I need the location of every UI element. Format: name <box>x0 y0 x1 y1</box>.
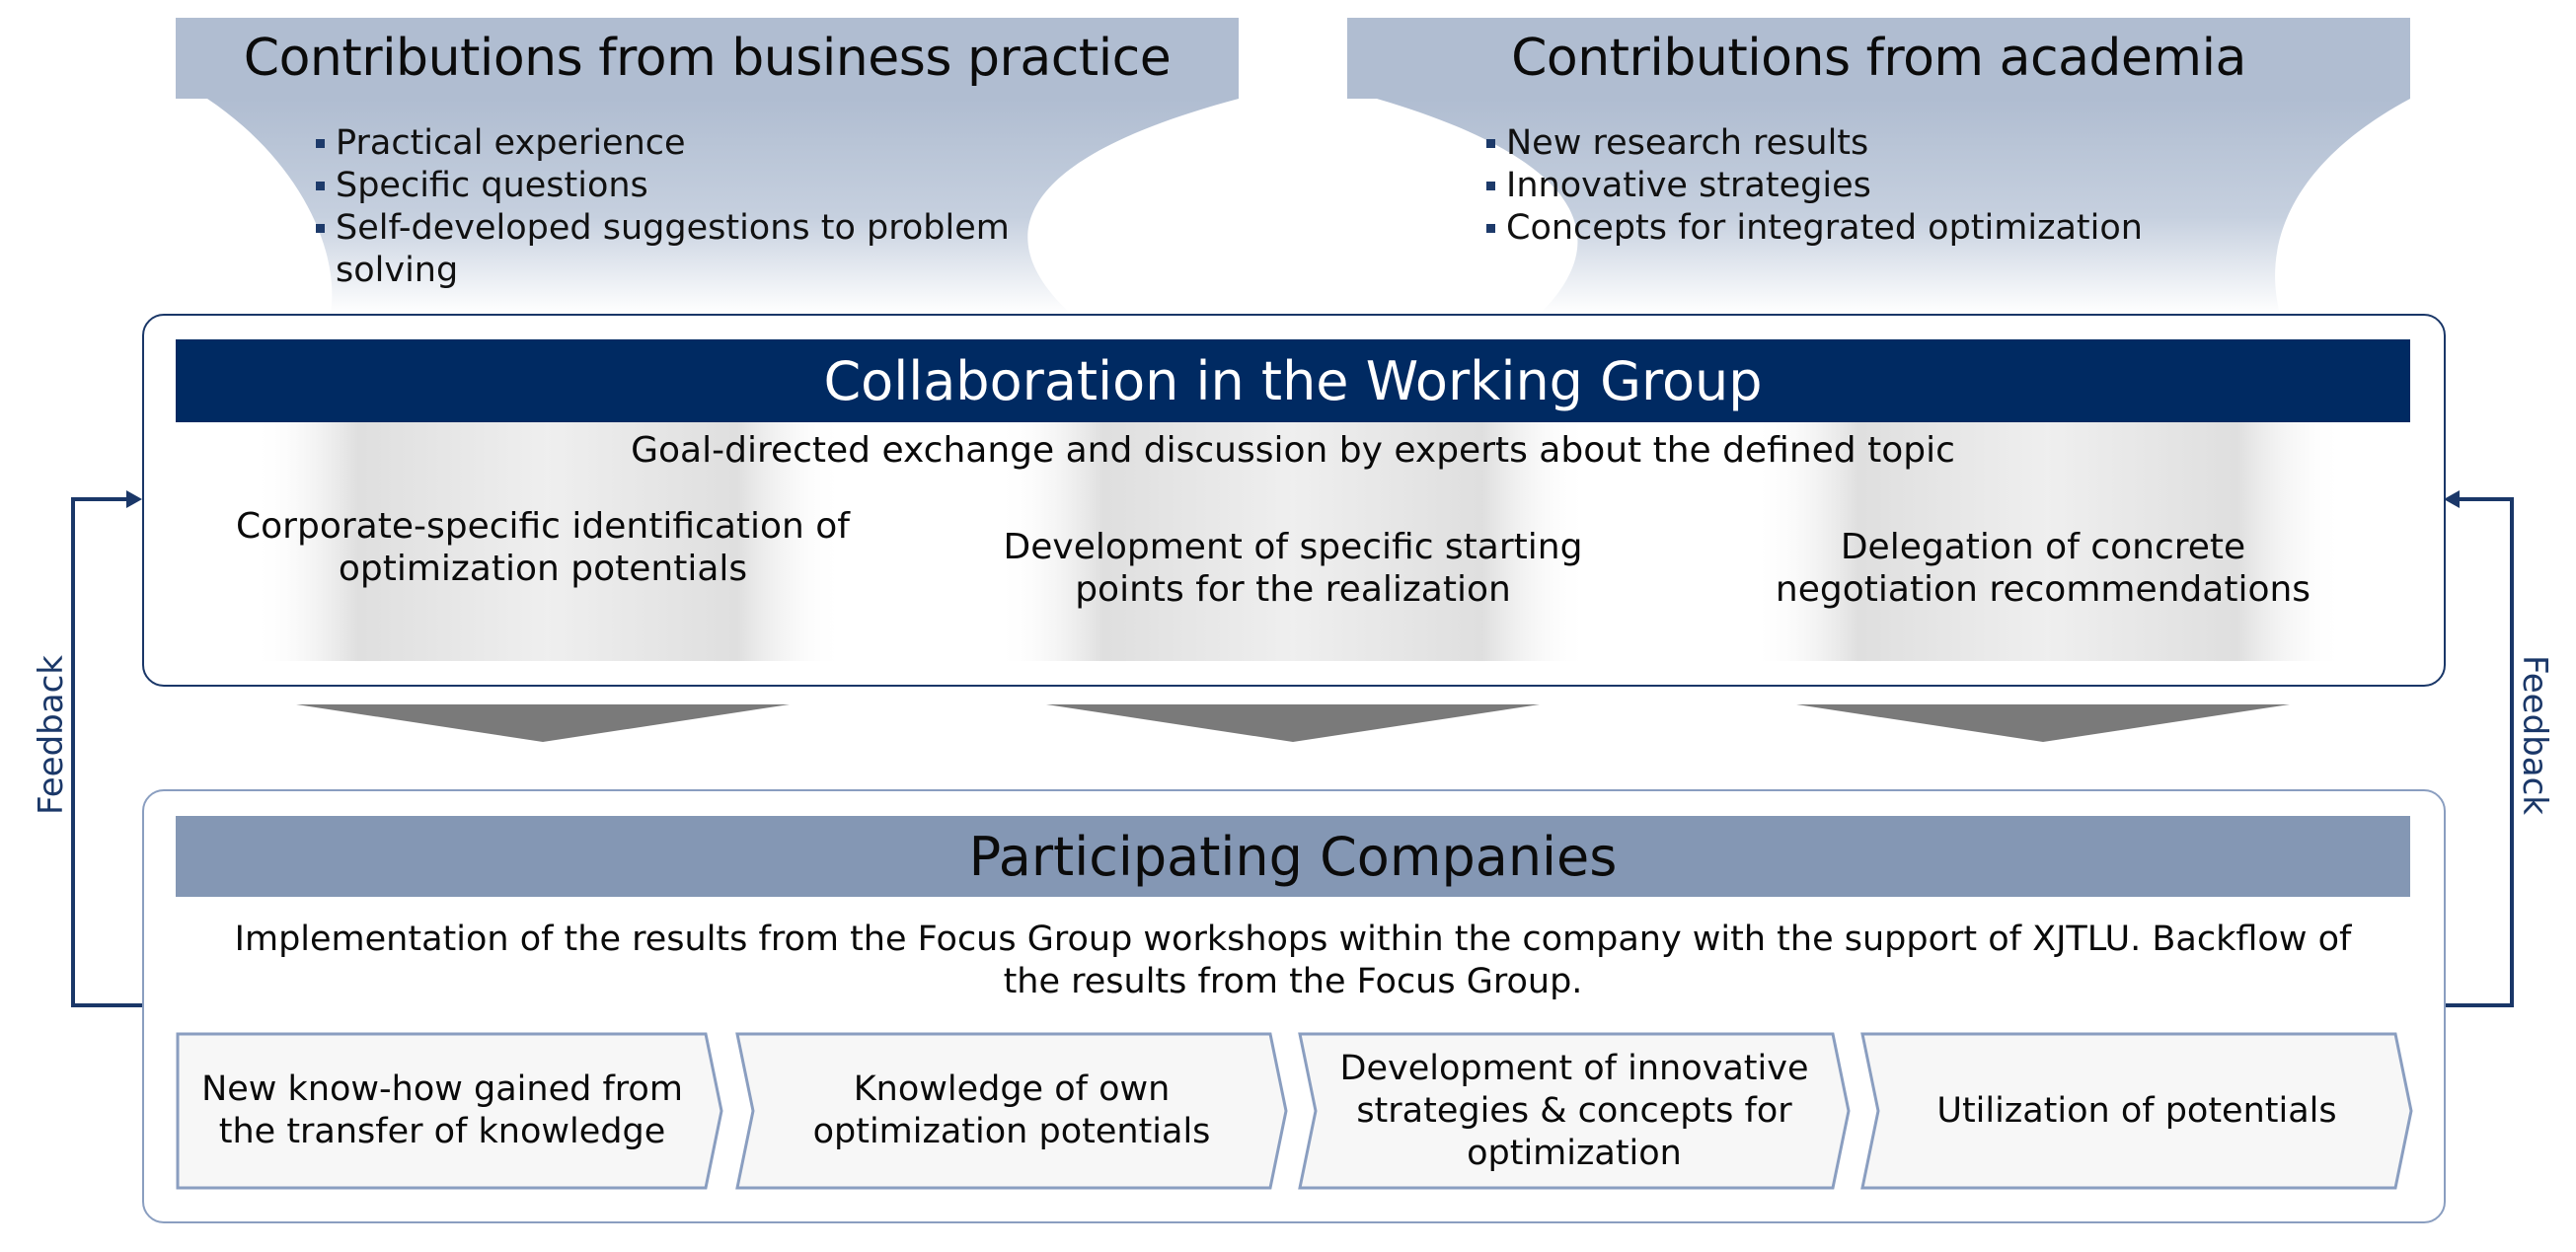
process-step-3: Development of innovative strategies & c… <box>1298 1032 1851 1190</box>
process-step-label: Development of innovative strategies & c… <box>1339 1048 1809 1173</box>
collaboration-subtitle: Goal-directed exchange and discussion by… <box>631 430 1955 471</box>
down-arrow-right <box>1796 704 2290 742</box>
business-funnel <box>207 99 1239 314</box>
process-step-4: Utilization of potentials <box>1860 1032 2413 1190</box>
cylinder-mid <box>997 414 1589 661</box>
down-arrow-mid <box>1046 704 1540 742</box>
collaboration-title: Collaboration in the Working Group <box>176 339 2410 422</box>
business-bullet: Self-developed suggestions to problem so… <box>316 207 1026 292</box>
collaboration-column-2: Development of specific starting points … <box>1003 527 1583 610</box>
feedback-arrow-left <box>126 490 142 508</box>
academia-funnel <box>1377 99 2410 314</box>
cylinder-left <box>252 414 844 661</box>
business-bullet: Specific questions <box>316 165 1026 207</box>
academia-bullet: Concepts for integrated optimization <box>1486 207 2375 250</box>
academia-bullet: New research results <box>1486 122 2375 165</box>
feedback-label-left: Feedback <box>32 655 71 815</box>
academia-title: Contributions from academia <box>1511 29 2246 88</box>
academia-bullet: Innovative strategies <box>1486 165 2375 207</box>
cylinder-right <box>1752 414 2344 661</box>
participating-companies-panel <box>142 789 2446 1223</box>
process-step-label: Knowledge of own optimization potentials <box>812 1069 1211 1151</box>
feedback-line-right <box>2444 497 2514 1007</box>
collaboration-column-1: Corporate-specific identification of opt… <box>236 506 850 589</box>
business-title: Contributions from business practice <box>243 29 1172 88</box>
participating-companies-title: Participating Companies <box>176 816 2410 897</box>
collaboration-column-3: Delegation of concrete negotiation recom… <box>1775 527 2311 610</box>
collaboration-panel <box>142 314 2446 687</box>
down-arrow-left <box>296 704 790 742</box>
academia-bullet-list: New research results Innovative strategi… <box>1486 122 2375 250</box>
process-step-2: Knowledge of own optimization potentials <box>735 1032 1288 1190</box>
business-bullet-list: Practical experience Specific questions … <box>316 122 1026 292</box>
process-step-label: New know-how gained from the transfer of… <box>201 1069 683 1151</box>
feedback-arrow-right <box>2444 490 2460 508</box>
academia-contributions-header: Contributions from academia <box>1347 18 2410 99</box>
business-bullet: Practical experience <box>316 122 1026 165</box>
feedback-line-left <box>71 497 142 1007</box>
participating-description: Implementation of the results from the F… <box>234 920 2352 1001</box>
process-step-1: New know-how gained from the transfer of… <box>176 1032 723 1190</box>
process-step-label: Utilization of potentials <box>1936 1090 2337 1131</box>
feedback-label-right: Feedback <box>2515 655 2554 815</box>
business-contributions-header: Contributions from business practice <box>176 18 1239 99</box>
